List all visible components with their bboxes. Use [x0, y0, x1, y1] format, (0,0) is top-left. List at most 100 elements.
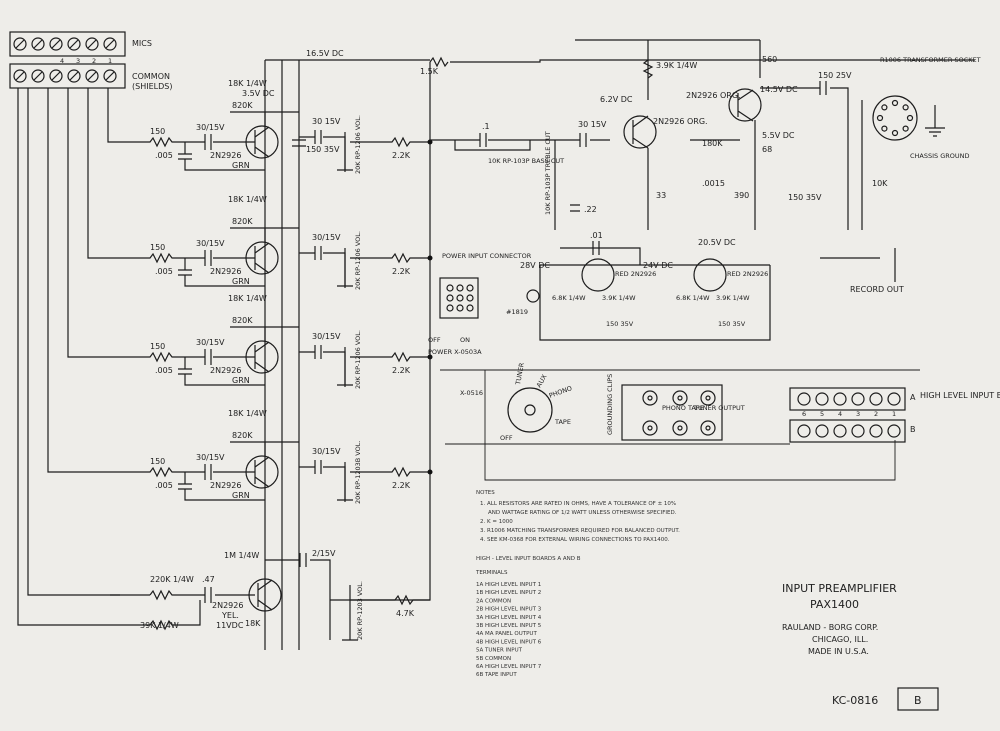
- notes-block: NOTES 1. ALL RESISTORS ARE RATED IN OHMS…: [475, 490, 680, 678]
- stage-input-cap: [204, 464, 212, 480]
- record-out-label: RECORD OUT: [850, 285, 904, 294]
- stage-bias-wire: [230, 326, 299, 341]
- power-pin: [456, 284, 464, 292]
- mic-input-wires: [27, 88, 120, 596]
- terminal-line: 4A MA PANEL OUTPUT: [476, 631, 537, 637]
- stage-input-cap-label: 30/15V: [196, 123, 225, 132]
- boards-title: HIGH - LEVEL INPUT BOARDS A AND B: [476, 556, 581, 562]
- stage-shunt-cap: [178, 142, 265, 171]
- note-line: 3. R1006 MATCHING TRANSFORMER REQUIRED F…: [480, 528, 680, 534]
- chassis-ground-label: CHASSIS GROUND: [910, 152, 970, 160]
- terminal-line: 4B HIGH LEVEL INPUT 6: [476, 639, 542, 645]
- mics-label: MICS: [132, 39, 152, 48]
- socket-pin: [891, 129, 899, 137]
- stage-collector-label: 18K 1/4W: [228, 409, 267, 418]
- coupling-cap-label: 30 15V: [578, 120, 607, 129]
- socket-pin: [902, 125, 909, 132]
- stage-shunt-cap-label: .005: [155, 267, 173, 276]
- shields-label: (SHIELDS): [132, 82, 172, 91]
- rca-jack-center: [677, 425, 683, 431]
- power-pin: [446, 304, 454, 312]
- board-screw: [815, 392, 829, 406]
- revision-box: [897, 687, 939, 711]
- board-screw: [833, 424, 847, 438]
- board-screw: [815, 424, 829, 438]
- drawing-number: KC-0816: [832, 694, 878, 707]
- tone-controls: .1 10K RP-103P BASS CUT 30 15V 10K RP-10…: [430, 120, 610, 230]
- q1-voltage-label: 6.2V DC: [600, 95, 633, 104]
- rca-jack-center: [647, 425, 653, 431]
- stage-transistor-leads: [254, 341, 270, 373]
- stage-input-cap-label: 30/15V: [196, 338, 225, 347]
- board-b: [789, 419, 906, 443]
- board-screw: [887, 424, 901, 438]
- reg-v205-label: 20.5V DC: [698, 238, 736, 247]
- stage-out-cap-label: 30/15V: [312, 447, 341, 456]
- company-city: CHICAGO, ILL.: [812, 635, 868, 644]
- stage-transistor-label: 2N2926: [210, 366, 241, 375]
- stage-transistor-label: 2N2926: [210, 481, 241, 490]
- terminal-line: 2A COMMON: [476, 598, 511, 604]
- stage-out-wire: [299, 136, 346, 172]
- output-cap-label: 150 25V: [818, 71, 852, 80]
- rca-jack: [700, 390, 716, 406]
- bass-pot-symbol: [454, 140, 531, 151]
- terminal-screw-slot: [15, 39, 25, 49]
- cap-0015-label: .0015: [702, 179, 725, 188]
- rca-jack-center: [705, 395, 711, 401]
- stage-series-resistor: [350, 136, 430, 148]
- stage-input-wire: [120, 252, 255, 264]
- selector-off: OFF: [500, 434, 513, 442]
- stage5-input-resistor: [149, 589, 175, 601]
- board-terminal-number: 1: [892, 410, 896, 418]
- record-out: RECORD OUT: [820, 248, 904, 294]
- selector-switch: X-0516 TUNER AUX PHONO TAPE OFF: [460, 362, 573, 442]
- power-connector: POWER INPUT CONNECTOR OFF ON POWER X-050…: [428, 252, 532, 356]
- q1-load-resistor: [642, 59, 654, 79]
- stage-transistor-label: 2N2926: [210, 267, 241, 276]
- stage-out-cap-label: 30/15V: [312, 233, 341, 242]
- res-180k-label: 180K: [702, 139, 723, 148]
- power-off-label: OFF: [428, 336, 441, 344]
- phono-tape-label: PHONO TAPE: [662, 404, 704, 412]
- rail-resistor-label: 1.5K: [420, 67, 439, 76]
- regulator: .01 28V DC 24V DC 20.5V DC RED 2N2926 RE…: [506, 231, 771, 341]
- stage-color-label: GRN: [232, 376, 250, 385]
- treble-pot-symbol: [554, 140, 580, 230]
- terminal-line: 5B COMMON: [476, 656, 511, 662]
- q2-voltage-label: 14.5V DC: [760, 85, 798, 94]
- stage5-transistor-leads: [257, 579, 273, 611]
- stage-bias-label: 820K: [232, 101, 253, 110]
- stage-input-res-label: 150: [150, 127, 165, 136]
- rail-resistor: [429, 56, 449, 68]
- terminal-number-3: 3: [76, 57, 80, 65]
- board-screw: [797, 424, 811, 438]
- reg-q2-label: RED 2N2926: [727, 270, 768, 278]
- terminal-screw-slot: [51, 71, 61, 81]
- terminals-title: TERMINALS: [475, 570, 508, 576]
- stage-input-wire: [120, 351, 255, 363]
- terminal-screw: [103, 37, 117, 51]
- stage-bias-label: 820K: [232, 431, 253, 440]
- rca-jack: [672, 390, 688, 406]
- title-block: INPUT PREAMPLIFIER PAX1400 RAULAND - BOR…: [782, 582, 939, 711]
- reg-cap-01-label: .01: [590, 231, 603, 240]
- note-line: 4. SEE KM-0368 FOR EXTERNAL WIRING CONNE…: [480, 537, 670, 543]
- terminal-number-1: 1: [108, 57, 112, 65]
- res-68-label: 68: [762, 145, 772, 154]
- stage-shunt-cap: [178, 472, 265, 501]
- terminal-screw-slot: [69, 39, 79, 49]
- rca-jack: [642, 390, 658, 406]
- reg-v24-label: 24V DC: [643, 261, 673, 270]
- rca-jack-center: [677, 395, 683, 401]
- stage-bias-label: 820K: [232, 217, 253, 226]
- stage-out-wire: [299, 466, 346, 502]
- power-connector-label: POWER INPUT CONNECTOR: [442, 252, 532, 260]
- stage-out-cap: [314, 460, 322, 474]
- rca-jack-center: [647, 395, 653, 401]
- board-terminal-number: 3: [856, 410, 860, 418]
- regulator-wires: [540, 247, 770, 266]
